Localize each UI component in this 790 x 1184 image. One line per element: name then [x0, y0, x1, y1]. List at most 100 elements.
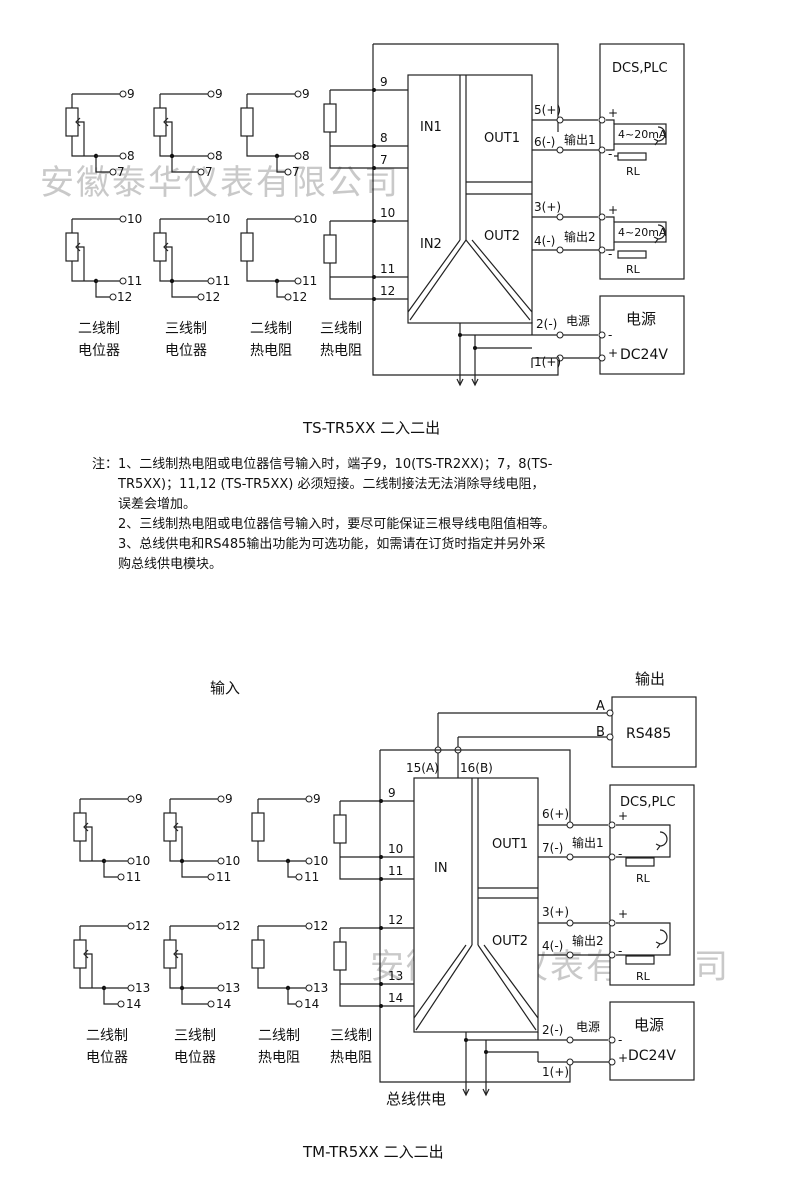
term-10a: 10: [127, 212, 142, 226]
sensor2-3wire-rtd-row1: [333, 800, 371, 880]
diagram-ts-tr5xx: 9 8 7 9 8 7 9 8 7 10 11 12 10 11 12 10 1…: [65, 43, 685, 437]
d2-caption-3b: 热电阻: [258, 1050, 300, 1066]
d2-term-11b: 11: [216, 870, 231, 884]
term-8: 8: [127, 149, 135, 163]
term-6minus: 6(-): [534, 135, 555, 149]
d2-term-9c: 9: [313, 792, 321, 806]
dcs1-plus-2: +: [608, 203, 618, 217]
note-3-line-a: 3、总线供电和RS485输出功能为可选功能，如需请在订货时指定并另外采: [118, 536, 545, 552]
module-tm-box: [413, 777, 539, 1033]
power-voltage-1: DC24V: [620, 347, 668, 363]
d2-term-13b: 13: [225, 981, 240, 995]
note-1-line-c: 误差会增加。: [118, 497, 196, 512]
term-9c: 9: [302, 87, 310, 101]
rl-label-2: RL: [626, 263, 641, 276]
term-2minus: 2(-): [536, 317, 557, 331]
label-out2-d2: OUT2: [492, 934, 528, 949]
caption-2wire-rtd-1: 二线制: [250, 321, 292, 337]
caption-3wire-pot-1: 三线制: [165, 321, 207, 337]
label-out1: OUT1: [484, 131, 520, 146]
output-2-label: 输出2: [564, 229, 596, 244]
dcs-plc-box-2: [609, 784, 695, 986]
module-term-7: 7: [380, 153, 388, 167]
term-9: 9: [127, 87, 135, 101]
output-label: 输出: [635, 670, 665, 688]
dcs-plc-label-1: DCS,PLC: [612, 61, 668, 76]
d2-term-13c: 13: [313, 981, 328, 995]
diagram1-title: TS-TR5XX 二入二出: [302, 419, 440, 437]
term-3plus: 3(+): [534, 200, 561, 214]
notes-block: 注： 1、二线制热电阻或电位器信号输入时，端子9，10(TS-TR2XX)；7，…: [92, 456, 555, 572]
sensor-3wire-rtd-row2: [323, 220, 361, 300]
d2-caption-2a: 三线制: [174, 1028, 216, 1044]
d2-term-9a: 9: [135, 792, 143, 806]
sensor2-2wire-pot-row2: [73, 922, 135, 1008]
module-term-12: 12: [380, 284, 395, 298]
d2-term-11c: 11: [304, 870, 319, 884]
d2-term-12a: 12: [135, 919, 150, 933]
d2-term-6plus: 6(+): [542, 807, 569, 821]
power-box-2: [609, 1001, 695, 1081]
caption-3wire-rtd-2: 热电阻: [320, 343, 362, 359]
term-16b: 16(B): [460, 761, 493, 775]
d2-caption-4b: 热电阻: [330, 1050, 372, 1066]
d2-term-14a: 14: [126, 997, 141, 1011]
label-in1: IN1: [420, 120, 442, 135]
power-voltage-2: DC24V: [628, 1048, 676, 1064]
label-in2: IN2: [420, 237, 442, 252]
term-12a: 12: [117, 290, 132, 304]
sensor-2wire-pot-row2: [65, 215, 127, 301]
caption-2wire-pot-1: 二线制: [78, 321, 120, 337]
power-minus-1: -: [608, 328, 612, 342]
module-term-9: 9: [380, 75, 388, 89]
term-4minus: 4(-): [534, 234, 555, 248]
module-ts-box: [407, 74, 533, 324]
d2-term-3plus: 3(+): [542, 905, 569, 919]
d2-mod-term-10: 10: [388, 842, 403, 856]
label-out2: OUT2: [484, 229, 520, 244]
d2-term-7minus: 7(-): [542, 841, 563, 855]
note-2: 2、三线制热电阻或电位器信号输入时，要尽可能保证三根导线电阻值相等。: [118, 516, 555, 532]
caption-3wire-pot-2: 电位器: [165, 343, 207, 359]
term-10c: 10: [302, 212, 317, 226]
sensor2-2wire-rtd-row2: [251, 922, 313, 1008]
rl-label-1: RL: [626, 165, 641, 178]
d2-mod-term-14: 14: [388, 991, 403, 1005]
d2-term-9b: 9: [225, 792, 233, 806]
d2-mod-term-11: 11: [388, 864, 403, 878]
d2-term-2minus: 2(-): [542, 1023, 563, 1037]
term-10b: 10: [215, 212, 230, 226]
power-plus-1: +: [608, 346, 618, 360]
term-12c: 12: [292, 290, 307, 304]
power-title-2: 电源: [634, 1016, 664, 1034]
module-term-8: 8: [380, 131, 388, 145]
label-in: IN: [434, 861, 448, 876]
d2-mod-term-12: 12: [388, 913, 403, 927]
power-box-1: [599, 295, 685, 375]
module-term-11: 11: [380, 262, 395, 276]
notes-prefix: 注：: [92, 457, 118, 472]
term-7c: 7: [292, 165, 300, 179]
dcs2-plus-2: +: [618, 907, 628, 921]
d2-term-10b: 10: [225, 854, 240, 868]
sensor2-2wire-pot-row1: [73, 795, 135, 881]
dcs1-plus-1: +: [608, 106, 618, 120]
d2-output-2-label: 输出2: [572, 933, 604, 948]
d2-caption-2b: 电位器: [174, 1050, 216, 1066]
rs485-b: B: [596, 725, 605, 740]
note-1-line-b: TR5XX)；11,12 (TS-TR5XX) 必须短接。二线制接法无法消除导线…: [117, 476, 545, 492]
sensor-3wire-rtd-row1: [323, 89, 361, 169]
d2-term-11a: 11: [126, 870, 141, 884]
sensor-2wire-rtd-row2: [240, 215, 302, 301]
sensor2-3wire-pot-row2: [163, 922, 225, 1008]
d2-term-10a: 10: [135, 854, 150, 868]
output-1-label: 输出1: [564, 132, 596, 147]
d2-term-12b: 12: [225, 919, 240, 933]
d2-caption-1b: 电位器: [86, 1050, 128, 1066]
power-label-1: 电源: [566, 314, 590, 328]
term-15a: 15(A): [406, 761, 439, 775]
d2-term-1plus: 1(+): [542, 1065, 569, 1079]
label-out1-d2: OUT1: [492, 837, 528, 852]
d2-output-1-label: 输出1: [572, 835, 604, 850]
term-7: 7: [117, 165, 125, 179]
